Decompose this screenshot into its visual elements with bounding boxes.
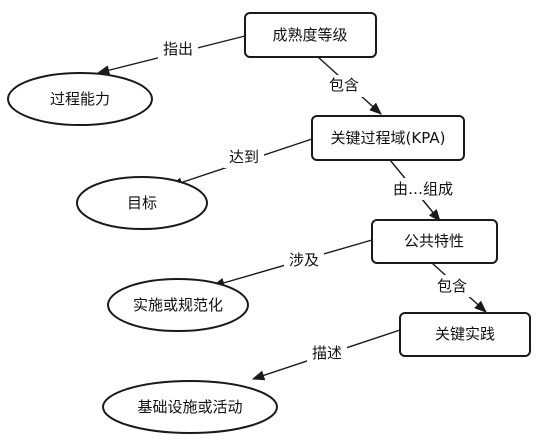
edge-label-indicates: 指出 <box>163 40 193 58</box>
node-implementation: 实施或规范化 <box>107 278 249 332</box>
node-goal-label: 目标 <box>127 194 157 212</box>
node-implementation-label: 实施或规范化 <box>133 296 223 314</box>
node-process-capability-label: 过程能力 <box>50 90 110 108</box>
node-process-capability: 过程能力 <box>7 72 153 126</box>
node-common-features: 公共特性 <box>371 219 498 264</box>
node-kpa-label: 关键过程域(KPA) <box>331 129 446 147</box>
node-maturity-level: 成熟度等级 <box>244 12 377 58</box>
edge-label-contains-1: 包含 <box>329 76 359 94</box>
node-infrastructure: 基础设施或活动 <box>102 380 278 434</box>
edge-label-describes: 描述 <box>312 344 342 362</box>
edge-label-contains-2: 包含 <box>437 277 467 295</box>
edge-label-composed-of: 由…组成 <box>393 180 453 198</box>
node-maturity-level-label: 成熟度等级 <box>272 26 347 44</box>
node-common-features-label: 公共特性 <box>404 232 464 250</box>
node-infrastructure-label: 基础设施或活动 <box>137 398 242 416</box>
node-key-practices-label: 关键实践 <box>435 325 495 343</box>
node-goal: 目标 <box>76 176 208 230</box>
edge-label-achieves: 达到 <box>229 148 259 166</box>
edge-label-involves: 涉及 <box>289 251 319 269</box>
node-key-practices: 关键实践 <box>399 312 531 357</box>
node-kpa: 关键过程域(KPA) <box>311 115 465 161</box>
